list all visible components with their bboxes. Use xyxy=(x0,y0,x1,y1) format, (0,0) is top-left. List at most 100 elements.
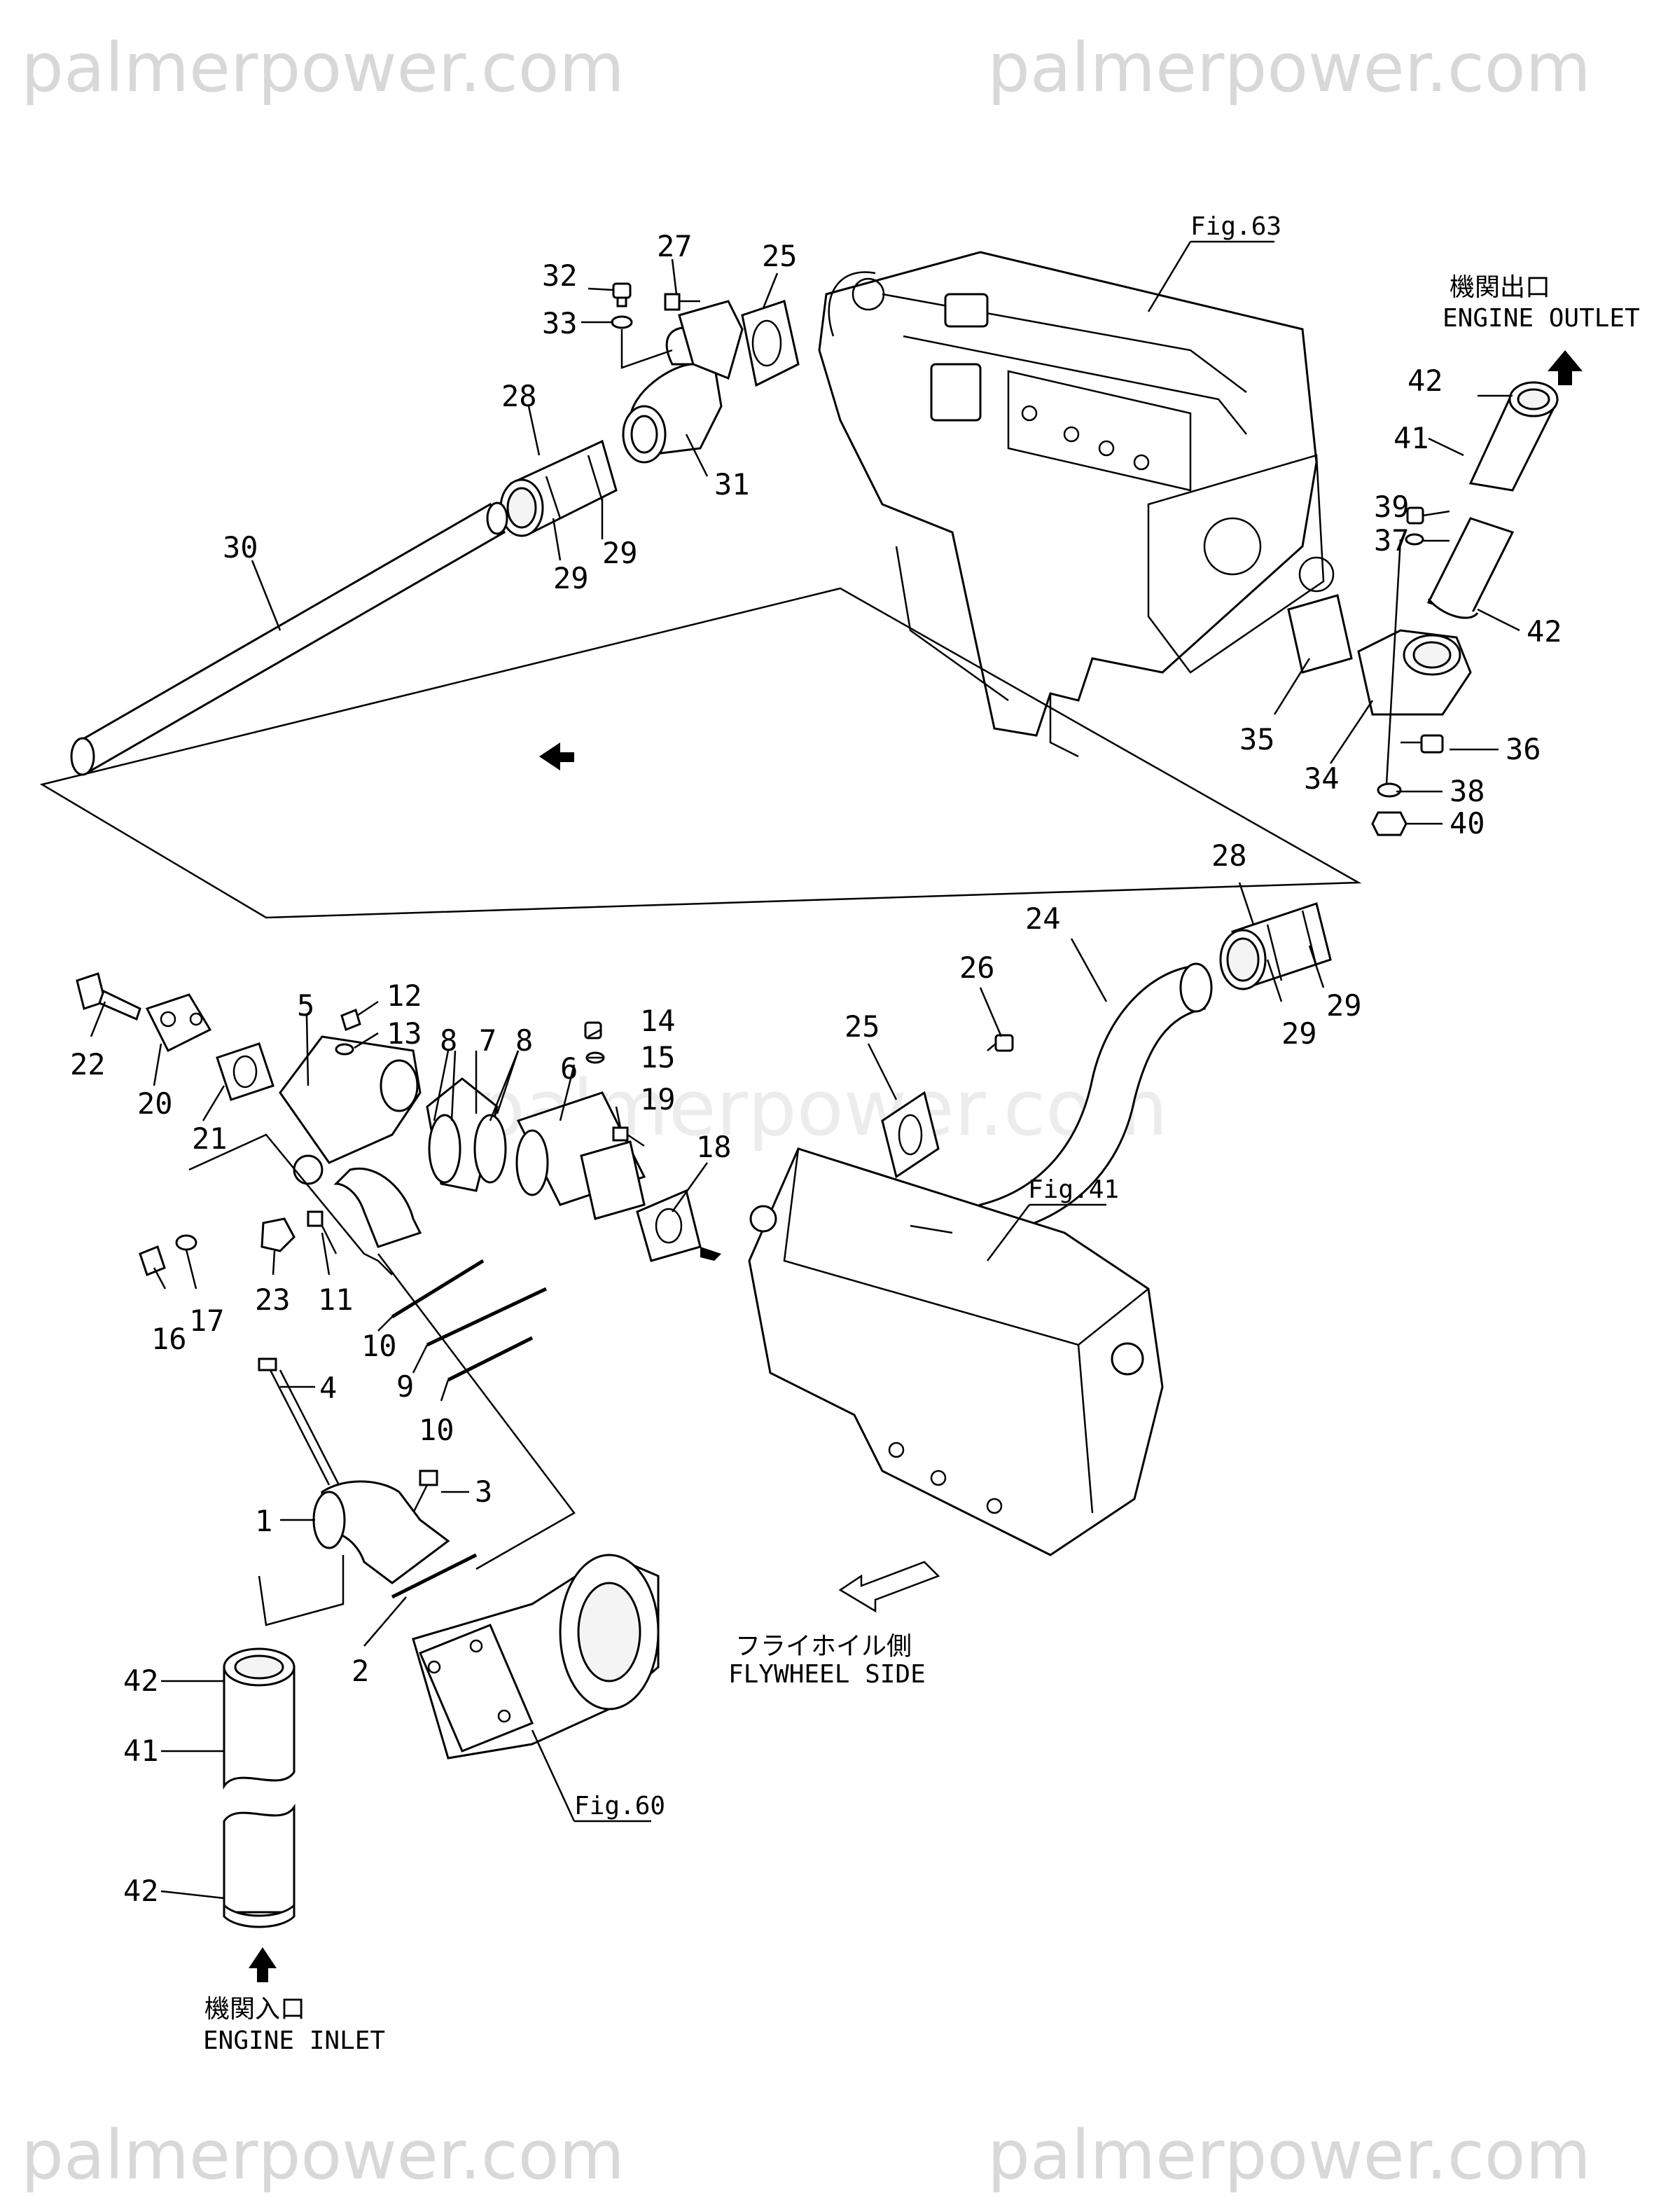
part-10-gasket xyxy=(391,1259,534,1382)
part-31-elbow xyxy=(622,300,744,464)
part-32-plug xyxy=(612,282,632,307)
part-9-shim xyxy=(426,1287,548,1347)
callout-18: 18 xyxy=(696,1130,732,1164)
callout-42: 42 xyxy=(1527,614,1562,649)
part-17-washer xyxy=(175,1234,197,1251)
callout-25: 25 xyxy=(762,239,798,273)
callout-14: 14 xyxy=(640,1004,676,1038)
flywheel-side-jp: フライホイル側 xyxy=(735,1632,912,1661)
part-42-clamp-inlet xyxy=(223,1647,296,1928)
callout-29: 29 xyxy=(1326,988,1362,1023)
part-12-plug xyxy=(340,1008,361,1032)
watermark-top-right: palmerpower.com xyxy=(987,29,1591,107)
part-28-hose-lower xyxy=(1219,902,1332,990)
watermark-bottom-right: palmerpower.com xyxy=(987,2116,1591,2194)
part-11-bolt xyxy=(307,1210,338,1254)
callout-10: 10 xyxy=(361,1329,397,1363)
callout-41: 41 xyxy=(1393,421,1429,455)
callout-37: 37 xyxy=(1374,523,1410,558)
callout-17: 17 xyxy=(189,1304,225,1338)
part-41-inlet-pipe xyxy=(223,1666,296,1914)
callout-40: 40 xyxy=(1450,806,1485,841)
part-39-plug xyxy=(1406,506,1424,525)
pump xyxy=(412,1554,660,1760)
engine-outlet-jp: 機関出口 xyxy=(1450,273,1550,302)
callout-39: 39 xyxy=(1374,490,1410,524)
callout-29: 29 xyxy=(553,561,589,595)
part-41-outlet-pipe xyxy=(1426,391,1557,618)
part-40-nut xyxy=(1371,811,1408,836)
part-28-hose-upper xyxy=(499,439,618,537)
flow-arrow-lower-icon xyxy=(700,1247,721,1261)
inlet-arrow-icon xyxy=(249,1947,277,1982)
part-21-gasket xyxy=(216,1042,274,1101)
callout-21: 21 xyxy=(192,1121,228,1156)
fig63-label: Fig.63 xyxy=(1190,212,1281,241)
part-1-elbow xyxy=(312,1480,450,1584)
callout-42: 42 xyxy=(123,1664,159,1698)
heat-exchanger xyxy=(748,1147,1164,1556)
callout-3: 3 xyxy=(475,1474,492,1509)
callout-12: 12 xyxy=(387,979,422,1013)
part-33-washer xyxy=(611,315,633,329)
callout-24: 24 xyxy=(1025,901,1061,936)
part-16-plug xyxy=(139,1245,166,1276)
part-2-gasket xyxy=(391,1553,478,1599)
watermark-bottom-left: palmerpower.com xyxy=(21,2116,625,2194)
callout-19: 19 xyxy=(640,1082,676,1117)
flow-arrow-icon xyxy=(539,742,574,770)
callout-numbers: 27 25 32 33 28 31 29 29 30 39 37 42 41 4… xyxy=(70,229,1562,1908)
callout-8: 8 xyxy=(440,1023,457,1058)
callout-13: 13 xyxy=(387,1016,422,1051)
callout-2: 2 xyxy=(352,1654,369,1688)
part-20-flange xyxy=(145,993,212,1053)
part-24-hose xyxy=(978,962,1213,1234)
part-5-fitting xyxy=(279,1035,422,1248)
part-26-bolt xyxy=(987,1034,1014,1052)
part-25-gasket-lower xyxy=(881,1091,940,1179)
part-7-hose xyxy=(426,1077,507,1192)
leader-lines xyxy=(90,258,1520,1900)
callout-42: 42 xyxy=(1408,364,1443,398)
part-22-bolt xyxy=(76,972,141,1021)
callout-27: 27 xyxy=(657,229,693,263)
part-3-bolt xyxy=(412,1470,438,1514)
callout-7: 7 xyxy=(479,1023,496,1058)
callout-30: 30 xyxy=(223,530,258,565)
fig41-label: Fig.41 xyxy=(1028,1175,1119,1204)
callout-5: 5 xyxy=(297,988,314,1023)
fig60-label: Fig.60 xyxy=(574,1792,665,1820)
part-36-bolt xyxy=(1401,734,1444,754)
part-27-bolt xyxy=(664,293,700,311)
part-23-nut xyxy=(260,1217,296,1252)
part-38-washer xyxy=(1377,782,1402,798)
callout-31: 31 xyxy=(714,467,750,502)
callout-35: 35 xyxy=(1239,722,1275,756)
callout-28: 28 xyxy=(501,379,537,413)
callout-20: 20 xyxy=(137,1086,173,1121)
part-34-outlet-elbow xyxy=(1357,629,1472,716)
callout-25: 25 xyxy=(845,1009,880,1044)
callout-4: 4 xyxy=(319,1371,337,1405)
callout-38: 38 xyxy=(1450,774,1485,808)
callout-8: 8 xyxy=(515,1023,533,1058)
callout-29: 29 xyxy=(602,536,638,570)
callout-9: 9 xyxy=(396,1369,414,1404)
callout-11: 11 xyxy=(318,1283,354,1317)
callout-28: 28 xyxy=(1211,838,1247,873)
flywheel-side-en: FLYWHEEL SIDE xyxy=(728,1660,926,1689)
callout-34: 34 xyxy=(1304,761,1340,796)
callout-41: 41 xyxy=(123,1734,159,1768)
engine-inlet-en: ENGINE INLET xyxy=(203,2026,385,2055)
callout-22: 22 xyxy=(70,1047,106,1081)
callout-33: 33 xyxy=(542,306,578,340)
callout-1: 1 xyxy=(255,1504,272,1538)
callout-36: 36 xyxy=(1506,732,1541,766)
part-30-pipe xyxy=(70,502,508,776)
callout-26: 26 xyxy=(959,951,995,985)
flywheel-arrow-icon xyxy=(838,1561,940,1613)
callout-15: 15 xyxy=(640,1040,676,1074)
engine-outlet-en: ENGINE OUTLET xyxy=(1443,304,1640,333)
outlet-arrow-icon xyxy=(1548,350,1583,385)
